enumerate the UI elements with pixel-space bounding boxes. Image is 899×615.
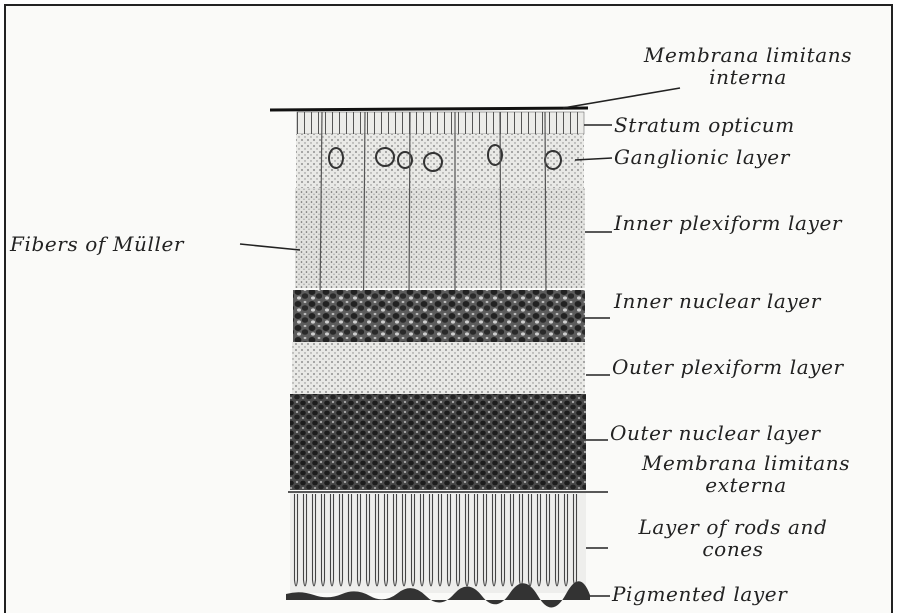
label-ganglionic-layer: Ganglionic layer — [614, 146, 790, 168]
label-membrana-limitans-interna-line1: Membrana limitans — [612, 44, 884, 66]
label-membrana-limitans-externa-line2: externa — [608, 474, 884, 496]
label-rods-and-cones-line2: cones — [608, 538, 858, 560]
label-outer-nuclear-layer: Outer nuclear layer — [610, 422, 821, 444]
label-stratum-opticum: Stratum opticum — [614, 114, 795, 136]
label-inner-nuclear-layer: Inner nuclear layer — [614, 290, 821, 312]
membrane-interna-line — [270, 108, 588, 110]
leader-fibers-muller — [240, 244, 300, 250]
label-rods-and-cones-line1: Layer of rods and — [608, 516, 858, 538]
label-membrana-limitans-externa: Membrana limitans externa — [608, 452, 884, 496]
label-fibers-of-muller: Fibers of Müller — [10, 233, 184, 255]
inner-nuclear-band — [293, 290, 585, 342]
label-membrana-limitans-interna: Membrana limitans interna — [612, 44, 884, 88]
label-rods-and-cones: Layer of rods and cones — [608, 516, 858, 560]
label-membrana-limitans-interna-line2: interna — [612, 66, 884, 88]
label-inner-plexiform-layer: Inner plexiform layer — [614, 212, 842, 234]
outer-nuclear-band — [290, 394, 586, 490]
label-pigmented-layer: Pigmented layer — [612, 583, 787, 605]
inner-plexiform-band — [295, 188, 585, 288]
stratum-opticum-band — [297, 112, 584, 134]
leader-membrana-interna — [563, 88, 680, 108]
outer-plexiform-band — [292, 342, 585, 394]
ganglionic-layer-band — [296, 134, 584, 188]
label-outer-plexiform-layer: Outer plexiform layer — [612, 356, 844, 378]
label-membrana-limitans-externa-line1: Membrana limitans — [608, 452, 884, 474]
